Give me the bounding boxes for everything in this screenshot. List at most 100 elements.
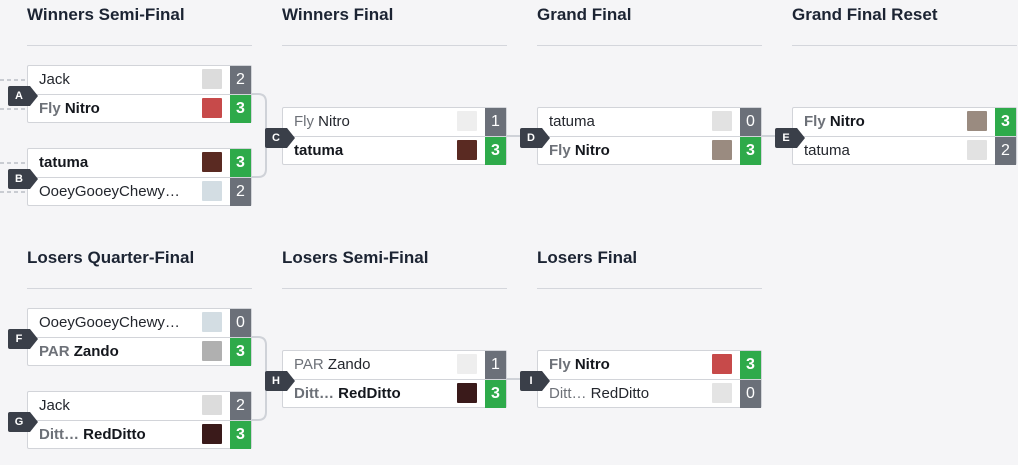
player-name: OoeyGooeyChewy…: [39, 314, 180, 331]
player-row[interactable]: Fly Nitro 3: [538, 351, 761, 380]
match-badge-g: G: [8, 412, 38, 432]
player-name: Ditt… RedDitto: [294, 385, 401, 402]
player-score: 2: [230, 392, 251, 420]
match-e[interactable]: Fly Nitro 3 tatuma 2: [792, 107, 1017, 165]
player-name: PAR Zando: [294, 356, 371, 373]
player-score: 3: [485, 380, 506, 408]
player-avatar: [712, 140, 732, 160]
player-row[interactable]: Jack 2: [28, 66, 251, 95]
player-row[interactable]: tatuma 2: [793, 137, 1016, 165]
player-score: 3: [740, 351, 761, 379]
match-a[interactable]: Jack 2 Fly Nitro 3: [27, 65, 252, 123]
match-b[interactable]: tatuma 3 OoeyGooeyChewy… 2: [27, 148, 252, 206]
match-badge-b: B: [8, 169, 38, 189]
player-avatar: [202, 69, 222, 89]
match-badge-c: C: [265, 128, 295, 148]
player-row[interactable]: tatuma 3: [28, 149, 251, 178]
match-badge-a: A: [8, 86, 38, 106]
player-name: Fly Nitro: [549, 142, 610, 159]
player-row[interactable]: PAR Zando 1: [283, 351, 506, 380]
round-title: Grand Final Reset: [792, 5, 938, 24]
player-score: 2: [995, 137, 1016, 165]
round-title: Winners Semi-Final: [27, 5, 185, 24]
match-badge-f: F: [8, 329, 38, 349]
player-avatar: [712, 383, 732, 403]
player-score: 3: [230, 338, 251, 366]
player-score: 3: [230, 95, 251, 123]
player-row[interactable]: tatuma 3: [283, 137, 506, 165]
player-name: Ditt… RedDitto: [39, 426, 146, 443]
player-score: 3: [230, 149, 251, 177]
player-avatar: [202, 98, 222, 118]
player-score: 3: [995, 108, 1016, 136]
player-avatar: [202, 152, 222, 172]
player-avatar: [967, 111, 987, 131]
player-name: tatuma: [549, 113, 595, 130]
player-row[interactable]: OoeyGooeyChewy… 2: [28, 178, 251, 206]
player-row[interactable]: tatuma 0: [538, 108, 761, 137]
player-row[interactable]: Ditt… RedDitto 3: [28, 421, 251, 449]
match-badge-d: D: [520, 128, 550, 148]
player-name: Fly Nitro: [804, 113, 865, 130]
match-badge-h: H: [265, 371, 295, 391]
player-row[interactable]: Fly Nitro 3: [28, 95, 251, 123]
player-row[interactable]: Fly Nitro 1: [283, 108, 506, 137]
round-title: Winners Final: [282, 5, 394, 24]
player-avatar: [202, 341, 222, 361]
player-avatar: [202, 395, 222, 415]
player-score: 2: [230, 178, 251, 206]
player-avatar: [202, 312, 222, 332]
player-score: 1: [485, 108, 506, 136]
player-name: tatuma: [294, 142, 344, 159]
match-c[interactable]: Fly Nitro 1 tatuma 3: [282, 107, 507, 165]
player-name: OoeyGooeyChewy…: [39, 183, 180, 200]
player-score: 3: [485, 137, 506, 165]
round-header-winners-semi: Winners Semi-Final: [27, 0, 252, 46]
player-name: Jack: [39, 397, 70, 414]
player-name: Fly Nitro: [39, 100, 100, 117]
player-name: tatuma: [39, 154, 89, 171]
round-header-losers-final: Losers Final: [537, 243, 762, 289]
player-avatar: [457, 140, 477, 160]
player-score: 0: [740, 380, 761, 408]
player-avatar: [202, 424, 222, 444]
player-name: Jack: [39, 71, 70, 88]
round-title: Losers Final: [537, 248, 638, 267]
round-header-winners-final: Winners Final: [282, 0, 507, 46]
round-header-grand-final-reset: Grand Final Reset: [792, 0, 1017, 46]
match-h[interactable]: PAR Zando 1 Ditt… RedDitto 3: [282, 350, 507, 408]
player-row[interactable]: PAR Zando 3: [28, 338, 251, 366]
player-name: Ditt… RedDitto: [549, 385, 650, 402]
round-title: Losers Quarter-Final: [27, 248, 195, 267]
match-badge-i: I: [520, 371, 550, 391]
round-header-losers-quarter: Losers Quarter-Final: [27, 243, 252, 289]
round-title: Losers Semi-Final: [282, 248, 429, 267]
match-d[interactable]: tatuma 0 Fly Nitro 3: [537, 107, 762, 165]
player-row[interactable]: Ditt… RedDitto 0: [538, 380, 761, 408]
match-f[interactable]: OoeyGooeyChewy… 0 PAR Zando 3: [27, 308, 252, 366]
match-badge-e: E: [775, 128, 805, 148]
player-row[interactable]: Fly Nitro 3: [793, 108, 1016, 137]
player-score: 3: [230, 421, 251, 449]
player-avatar: [712, 111, 732, 131]
player-score: 3: [740, 137, 761, 165]
player-name: Fly Nitro: [294, 113, 350, 130]
player-row[interactable]: OoeyGooeyChewy… 0: [28, 309, 251, 338]
player-score: 0: [740, 108, 761, 136]
player-avatar: [457, 354, 477, 374]
player-avatar: [202, 181, 222, 201]
player-avatar: [712, 354, 732, 374]
player-score: 0: [230, 309, 251, 337]
player-avatar: [457, 111, 477, 131]
round-title: Grand Final: [537, 5, 632, 24]
player-row[interactable]: Jack 2: [28, 392, 251, 421]
round-header-grand-final: Grand Final: [537, 0, 762, 46]
player-score: 1: [485, 351, 506, 379]
player-score: 2: [230, 66, 251, 94]
player-name: Fly Nitro: [549, 356, 610, 373]
match-g[interactable]: Jack 2 Ditt… RedDitto 3: [27, 391, 252, 449]
match-i[interactable]: Fly Nitro 3 Ditt… RedDitto 0: [537, 350, 762, 408]
player-avatar: [967, 140, 987, 160]
player-row[interactable]: Ditt… RedDitto 3: [283, 380, 506, 408]
player-row[interactable]: Fly Nitro 3: [538, 137, 761, 165]
